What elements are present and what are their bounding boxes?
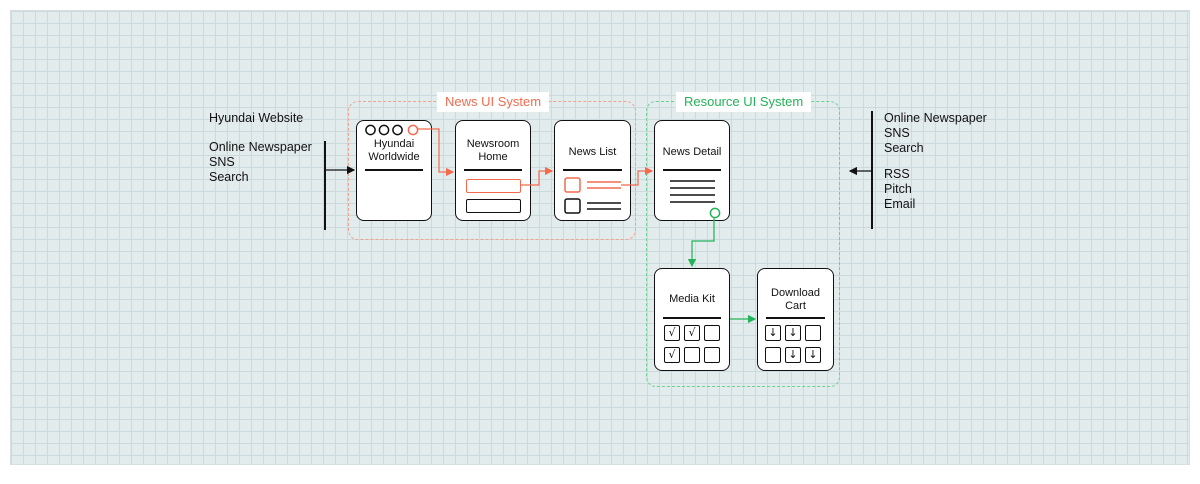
- checkmark-icon: √: [688, 326, 696, 339]
- left-source-search: Search: [209, 170, 249, 184]
- card-media-kit-label: Media Kit: [669, 293, 715, 305]
- left-source-list-b: Online Newspaper SNS Search: [209, 140, 312, 185]
- media-kit-checkbox[interactable]: √: [684, 325, 700, 341]
- media-kit-checkbox[interactable]: √: [664, 347, 680, 363]
- right-source-list-b: RSS Pitch Email: [884, 167, 915, 212]
- download-arrow-icon: ↓: [808, 348, 818, 361]
- left-source-hyundai-website: Hyundai Website: [209, 111, 304, 125]
- card-news-detail[interactable]: News Detail: [654, 120, 730, 221]
- card-news-detail-label: News Detail: [662, 146, 722, 158]
- article-text-icon: [670, 180, 721, 219]
- banner-block: [466, 199, 521, 213]
- download-cart-slot[interactable]: ↓: [785, 325, 801, 341]
- right-source-rss: RSS: [884, 167, 910, 181]
- card-divider: [563, 169, 622, 171]
- right-source-list-a: Online Newspaper SNS Search: [884, 111, 987, 156]
- right-source-sns: SNS: [884, 126, 910, 140]
- left-source-online-newspaper: Online Newspaper: [209, 140, 312, 154]
- card-news-list[interactable]: News List: [554, 120, 631, 221]
- media-kit-checkbox[interactable]: [704, 325, 720, 341]
- download-cart-slot[interactable]: [765, 347, 781, 363]
- resource-ui-system-title: Resource UI System: [676, 92, 812, 112]
- worldwide-to-home-arrow: [417, 128, 455, 177]
- card-divider: [464, 169, 522, 171]
- left-source-sns: SNS: [209, 155, 235, 169]
- card-hyundai-worldwide[interactable]: Hyundai Worldwide: [356, 120, 432, 221]
- download-cart-slot[interactable]: ↓: [785, 347, 801, 363]
- right-source-online-newspaper: Online Newspaper: [884, 111, 987, 125]
- right-source-search: Search: [884, 141, 924, 155]
- right-source-email: Email: [884, 197, 916, 211]
- card-hyundai-worldwide-label: Hyundai Worldwide: [368, 138, 420, 163]
- news-ui-system-title: News UI System: [437, 92, 550, 112]
- diagram-canvas: [10, 10, 1190, 465]
- download-cart-grid: ↓ ↓ ↓ ↓: [765, 325, 827, 363]
- list-to-detail-arrow: [621, 166, 654, 186]
- media-kit-checkbox[interactable]: [684, 347, 700, 363]
- media-kit-checkbox-grid: √ √ √: [664, 325, 724, 363]
- download-cart-slot[interactable]: [805, 325, 821, 341]
- checkmark-icon: √: [668, 348, 676, 361]
- card-divider: [766, 317, 825, 319]
- detail-to-media-kit-arrow: [687, 218, 715, 268]
- card-download-cart[interactable]: Download Cart ↓ ↓ ↓ ↓: [757, 268, 834, 371]
- news-list-items-icon: [564, 177, 621, 214]
- home-to-list-arrow: [521, 166, 554, 186]
- left-source-list-a: Hyundai Website: [209, 111, 303, 126]
- card-newsroom-home[interactable]: Newsroom Home: [455, 120, 531, 221]
- card-media-kit[interactable]: Media Kit √ √ √: [654, 268, 730, 371]
- download-cart-slot[interactable]: ↓: [765, 325, 781, 341]
- right-source-bar: [871, 111, 873, 229]
- right-source-pitch: Pitch: [884, 182, 912, 196]
- card-download-cart-label: Download Cart: [771, 287, 820, 312]
- media-kit-checkbox[interactable]: [704, 347, 720, 363]
- card-divider: [663, 317, 721, 319]
- left-source-bar: [324, 141, 326, 230]
- download-arrow-icon: ↓: [788, 348, 798, 361]
- highlighted-banner-block: [466, 179, 521, 193]
- checkmark-icon: √: [668, 326, 676, 339]
- card-divider: [663, 169, 721, 171]
- media-kit-checkbox[interactable]: √: [664, 325, 680, 341]
- window-dots-icon: [365, 124, 419, 136]
- download-arrow-icon: ↓: [768, 326, 778, 339]
- download-arrow-icon: ↓: [788, 326, 798, 339]
- card-news-list-label: News List: [568, 146, 617, 158]
- download-cart-slot[interactable]: ↓: [805, 347, 821, 363]
- card-divider: [365, 169, 423, 171]
- card-newsroom-home-label: Newsroom Home: [466, 138, 520, 163]
